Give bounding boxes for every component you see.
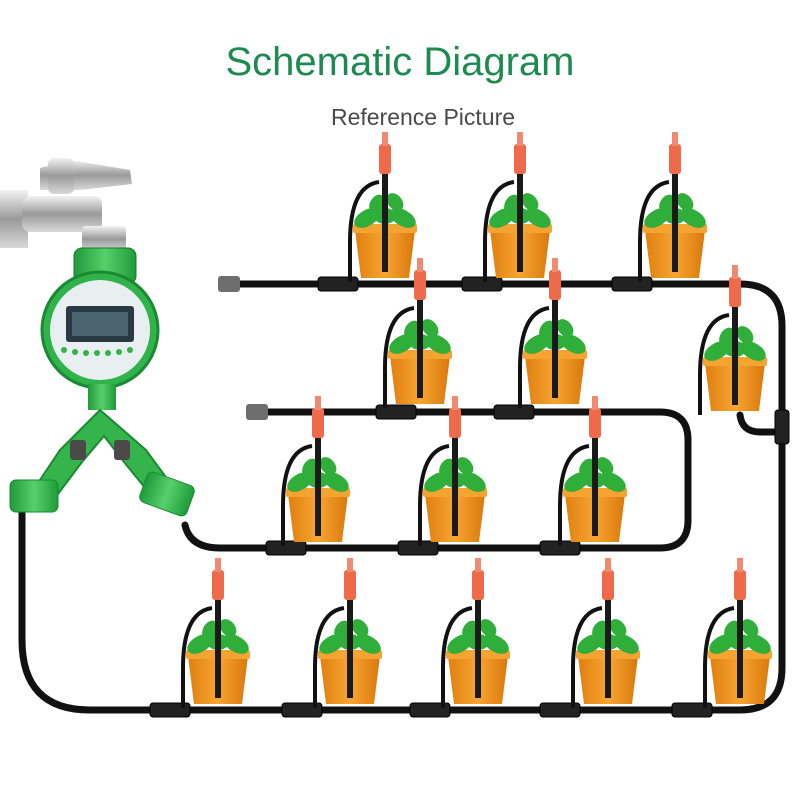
- diagram-subtitle: Reference Picture: [330, 104, 516, 130]
- two-way-splitter-icon: [9, 408, 195, 517]
- potted-plant-icon: [518, 258, 587, 408]
- potted-plant-icon: [418, 396, 487, 546]
- potted-plant-icon: [441, 558, 510, 708]
- potted-plant-icon: [483, 132, 552, 282]
- potted-plant-icon: [571, 558, 640, 708]
- tee-connectors: [149, 276, 790, 718]
- potted-plant-icon: [313, 558, 382, 708]
- potted-plant-icon: [558, 396, 627, 546]
- faucet-icon: [0, 158, 132, 252]
- end-caps: [218, 276, 268, 420]
- potted-plant-icon: [181, 558, 250, 708]
- potted-plant-icon: [698, 265, 767, 415]
- potted-plant-icon: [281, 396, 350, 546]
- tubing-network: [18, 280, 786, 714]
- potted-plant-icon: [383, 258, 452, 408]
- irrigation-timer-icon: [40, 247, 160, 410]
- diagram-title: Schematic Diagram: [225, 40, 575, 84]
- potted-plant-icon: [638, 132, 707, 282]
- potted-plant-icon: [703, 558, 772, 708]
- potted-plant-icon: [348, 132, 417, 282]
